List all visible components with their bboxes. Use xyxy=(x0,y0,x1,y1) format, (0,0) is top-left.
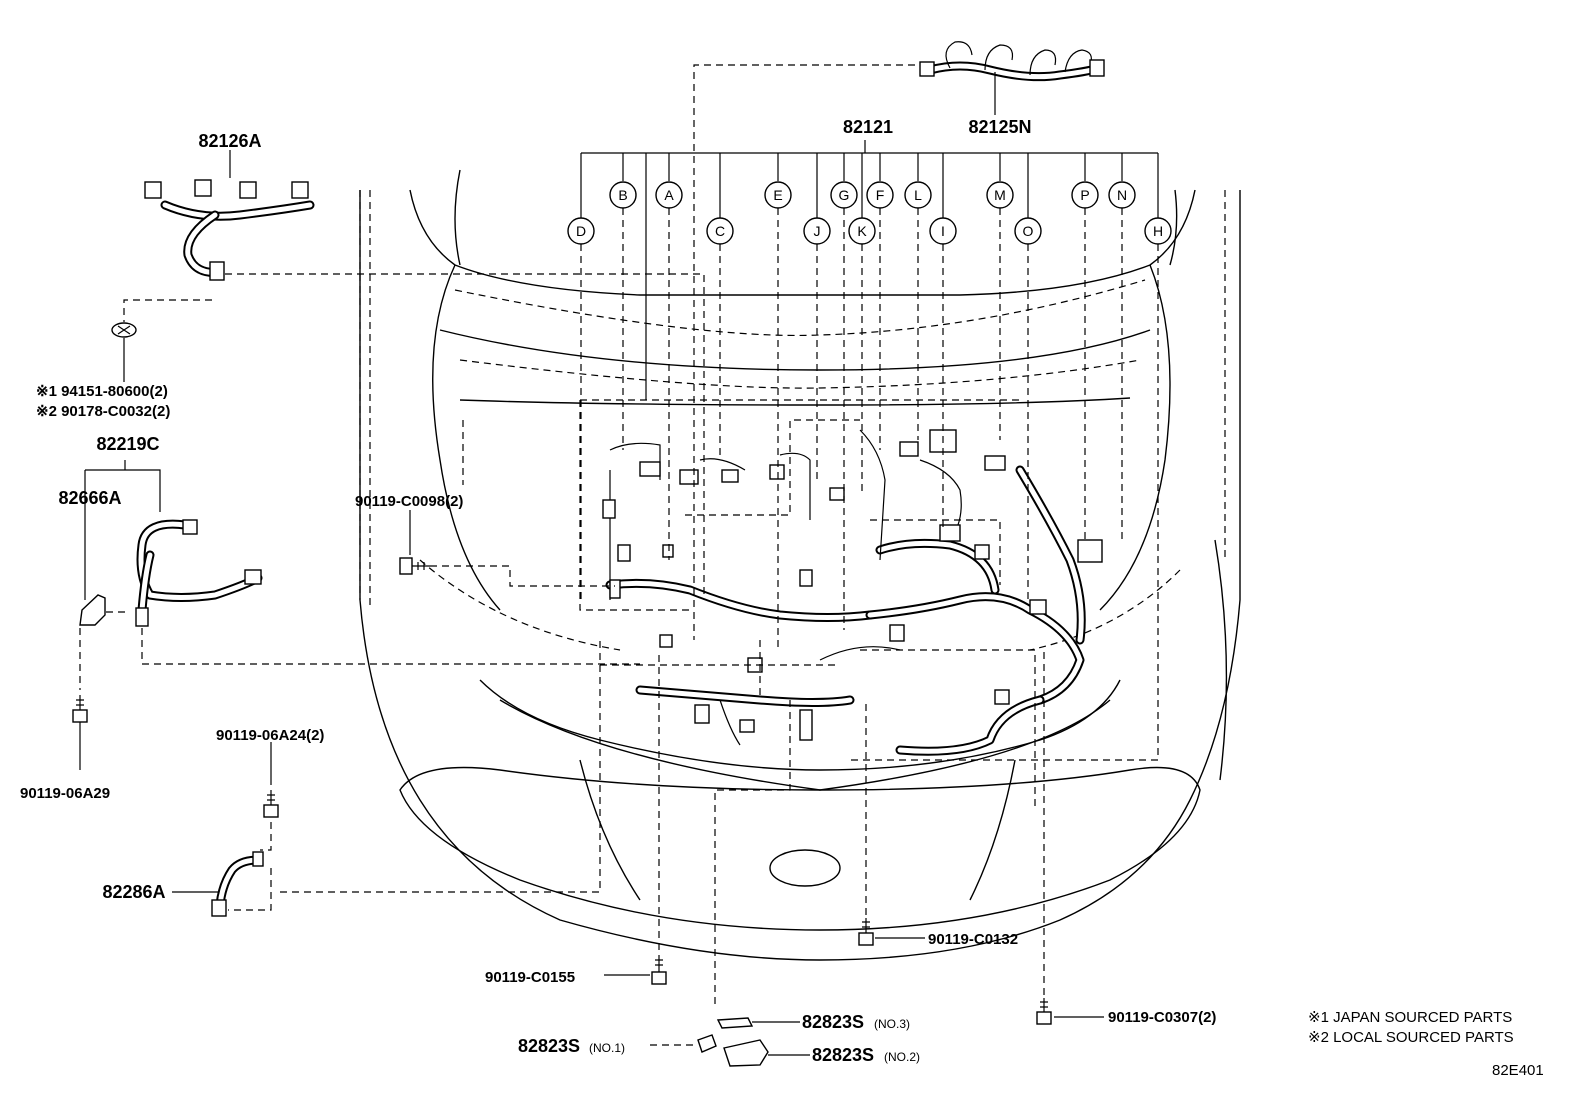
bracket-82823S-no2[interactable] xyxy=(723,1039,769,1067)
connector-label-h: H xyxy=(1144,217,1172,245)
callout-82823S-no1-sub: (NO.1) xyxy=(589,1041,625,1055)
bolt-90119-C0155[interactable] xyxy=(651,955,667,985)
bracket-82823S-no3[interactable] xyxy=(716,1017,754,1029)
callout-82666A[interactable]: 82666A xyxy=(58,488,121,508)
svg-text:E: E xyxy=(773,187,782,203)
bolt-90119-C0098[interactable] xyxy=(399,557,430,575)
svg-text:F: F xyxy=(876,187,885,203)
connector-label-m: M xyxy=(986,181,1014,209)
svg-text:I: I xyxy=(941,223,945,239)
callout-82121[interactable]: 82121 xyxy=(843,117,893,137)
note-local-sourced: ※2 LOCAL SOURCED PARTS xyxy=(1308,1029,1514,1046)
connector-label-d: D xyxy=(567,217,595,245)
connector-label-p: P xyxy=(1071,181,1099,209)
callout-82823S-no3[interactable]: 82823S xyxy=(802,1012,864,1032)
note-japan-sourced: ※1 JAPAN SOURCED PARTS xyxy=(1308,1009,1512,1026)
svg-text:A: A xyxy=(664,187,674,203)
callout-82286A[interactable]: 82286A xyxy=(102,882,165,902)
connector-label-o: O xyxy=(1014,217,1042,245)
callout-82125N[interactable]: 82125N xyxy=(968,117,1031,137)
bolt-90119-06A24[interactable] xyxy=(263,790,279,818)
connector-label-c: C xyxy=(706,217,734,245)
callout-90119-C0307[interactable]: 90119-C0307(2) xyxy=(1108,1009,1216,1026)
wire-harness-82126A[interactable] xyxy=(144,150,315,281)
svg-text:L: L xyxy=(914,187,922,203)
connector-letter-labels: B A E G F L M P N D C J K I O H xyxy=(567,181,1172,245)
connector-label-k: K xyxy=(848,217,876,245)
callout-82219C[interactable]: 82219C xyxy=(96,434,159,454)
svg-text:K: K xyxy=(857,223,867,239)
connector-label-b: B xyxy=(609,181,637,209)
svg-text:J: J xyxy=(814,223,821,239)
wire-harness-82219C[interactable] xyxy=(135,519,263,627)
bracket-82823S-no1[interactable] xyxy=(697,1034,717,1053)
connector-label-i: I xyxy=(929,217,957,245)
callout-82823S-no2-sub: (NO.2) xyxy=(884,1050,920,1064)
connector-label-j: J xyxy=(803,217,831,245)
callout-82823S-no2[interactable]: 82823S xyxy=(812,1045,874,1065)
callout-94151-80600[interactable]: ※1 94151-80600(2) xyxy=(36,383,168,400)
connector-label-l: L xyxy=(904,181,932,209)
notes-legend: ※1 JAPAN SOURCED PARTS ※2 LOCAL SOURCED … xyxy=(1308,1009,1544,1079)
engine-wire-harness-82121[interactable] xyxy=(579,399,1103,1005)
callout-90119-06A29[interactable]: 90119-06A29 xyxy=(20,785,110,802)
callout-90119-C0098[interactable]: 90119-C0098(2) xyxy=(355,493,463,510)
svg-text:O: O xyxy=(1023,223,1034,239)
leader-lines xyxy=(79,64,1104,1056)
connector-label-a: A xyxy=(655,181,683,209)
svg-text:B: B xyxy=(618,187,627,203)
callout-82126A[interactable]: 82126A xyxy=(198,131,261,151)
connector-label-g: G xyxy=(830,181,858,209)
part-callouts: 82126A 82125N 82121 82219C 82666A 82286A… xyxy=(20,117,1216,1065)
svg-text:C: C xyxy=(715,223,725,239)
wire-harness-82125N[interactable] xyxy=(919,41,1105,115)
svg-text:D: D xyxy=(576,223,586,239)
svg-text:M: M xyxy=(994,187,1006,203)
figure-code: 82E401 xyxy=(1492,1062,1544,1079)
svg-text:N: N xyxy=(1117,187,1127,203)
connector-bracket-82121 xyxy=(580,140,1159,761)
callout-90119-06A24[interactable]: 90119-06A24(2) xyxy=(216,727,324,744)
bolt-90119-C0307[interactable] xyxy=(1036,998,1052,1025)
connector-label-f: F xyxy=(866,181,894,209)
callout-82823S-no3-sub: (NO.3) xyxy=(874,1017,910,1031)
wire-harness-82286A[interactable] xyxy=(172,851,264,917)
callout-90119-C0155[interactable]: 90119-C0155 xyxy=(485,969,575,986)
connector-label-n: N xyxy=(1108,181,1136,209)
svg-text:G: G xyxy=(839,187,850,203)
connector-label-e: E xyxy=(764,181,792,209)
svg-text:P: P xyxy=(1080,187,1089,203)
callout-90119-C0132[interactable]: 90119-C0132 xyxy=(928,931,1018,948)
bolt-90119-06A29[interactable] xyxy=(72,695,88,723)
bolt-90119-C0132[interactable] xyxy=(858,918,874,946)
callout-90178-C0032[interactable]: ※2 90178-C0032(2) xyxy=(36,403,170,420)
bracket-82666A[interactable] xyxy=(79,594,106,626)
vehicle-body-outline xyxy=(359,169,1241,961)
callout-82823S-no1[interactable]: 82823S xyxy=(518,1036,580,1056)
svg-text:H: H xyxy=(1153,223,1163,239)
clip-94151[interactable] xyxy=(111,322,137,338)
